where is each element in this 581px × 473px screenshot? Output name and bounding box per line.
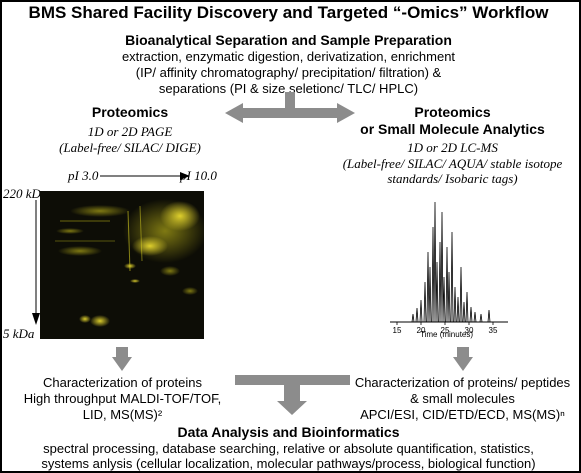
split-arrow [225,92,355,123]
gel-pi-low: pI 3.0 [68,168,99,183]
spectrum-tick-label: 15 [393,326,402,335]
right-result-line3: APCI/ESI, CID/ETD/ECD, MS(MS)ⁿ [360,407,565,422]
right-branch-labels-line1: (Label-free/ SILAC/ AQUA/ stable isotope [342,156,563,171]
page-title: BMS Shared Facility Discovery and Target… [28,3,549,22]
gel-pi-high: pI 10.0 [180,168,217,183]
left-result-line3: LID, MS(MS)² [82,407,163,422]
right-branch-heading-line1: Proteomics [414,104,491,120]
right-branch-heading-line2: or Small Molecule Analytics [360,121,545,137]
bottom-section-line1: spectral processing, database searching,… [43,441,534,456]
merge-arrow [235,375,350,415]
mass-arrow [32,200,40,325]
right-result-line2: & small molecules [410,391,515,406]
top-section-heading: Bioanalytical Separation and Sample Prep… [125,32,452,48]
left-branch-heading: Proteomics [91,104,169,120]
bottom-section-heading: Data Analysis and Bioinformatics [177,424,400,440]
top-section-line1: extraction, enzymatic digestion, derivat… [121,49,456,64]
lcms-chromatogram: 15 20 25 30 35 [390,201,508,335]
spectrum-xlabel: Time (minutes) [420,330,474,339]
gel-mass-high: 220 kDa [3,186,48,201]
pi-arrow [100,172,190,180]
left-result-line1: Characterization of proteins [43,375,202,390]
top-section-line2: (IP/ affinity chromatography/ precipitat… [135,65,442,80]
chromatogram-trace [390,201,508,323]
right-branch-labels-line2: standards/ Isobaric tags) [387,171,518,186]
bottom-section-line2: systems anlysis (cellular localization, … [41,456,536,471]
spectrum-tick-label: 35 [489,326,498,335]
left-down-arrow [112,347,132,371]
right-branch-method: 1D or 2D LC-MS [407,140,498,155]
spectrum-tick-label: 20 [417,326,426,335]
right-result-line1: Characterization of proteins/ peptides [354,375,571,390]
gel-mass-low: 5 kDa [3,326,35,341]
left-branch-labels: (Label-free/ SILAC/ DIGE) [59,140,201,155]
2d-gel-image [40,191,204,339]
left-result-line2: High throughput MALDI-TOF/TOF, [23,391,222,406]
spectrum-tick-label: 25 [441,326,450,335]
right-down-arrow [453,347,473,371]
left-branch-method: 1D or 2D PAGE [87,124,173,139]
spectrum-tick-label: 30 [465,326,474,335]
top-section-line3: separations (PI & size seletionc/ TLC/ H… [158,81,419,96]
